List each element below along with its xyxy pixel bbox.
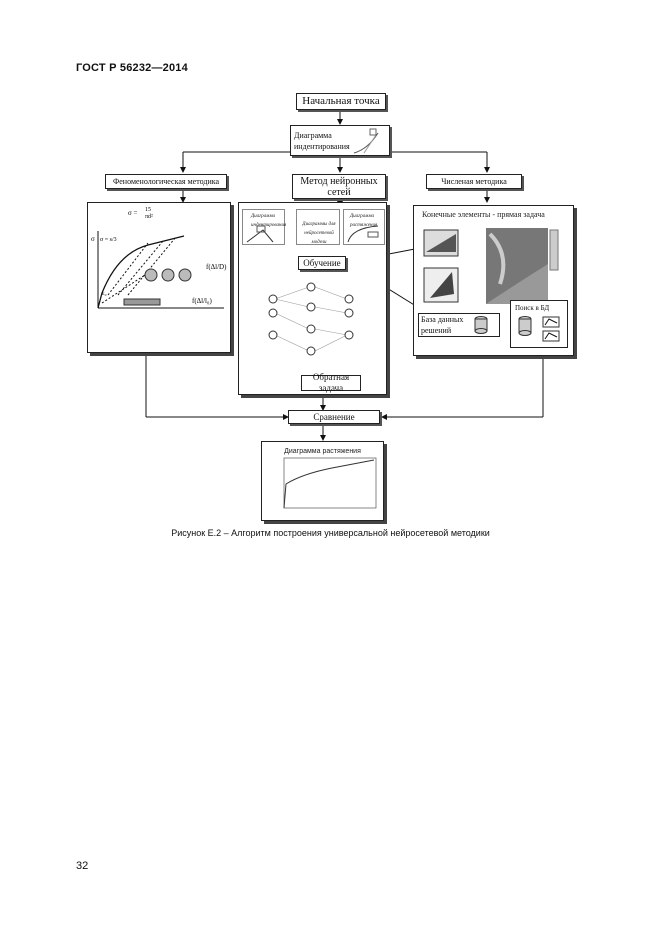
svg-text:f(Δl/l₀): f(Δl/l₀): [192, 297, 212, 305]
neural-method-box: Метод нейронных сетей: [292, 174, 386, 199]
indentation-diagram-box: Диаграмма индентирования: [290, 125, 390, 156]
phenomenological-figure: σ = 15 πd² σ σ = s/3 f(Δl/D) f(Δl/l₀) ε₀: [91, 207, 227, 309]
start-box: Начальная точка: [296, 93, 386, 110]
svg-text:ε₀: ε₀: [102, 291, 107, 297]
neural-network-graph: [268, 282, 354, 356]
figure-caption: Рисунок Е.2 – Алгоритм построения универ…: [171, 528, 490, 538]
svg-text:σ = s/3: σ = s/3: [100, 237, 117, 243]
numerical-box: Численая методика: [426, 174, 522, 189]
tension-diagram-title: Диаграмма растяжения: [284, 448, 361, 455]
training-box: Обучение: [298, 256, 346, 270]
db-solutions-box: База данных решений: [418, 313, 500, 337]
numerical-panel: Конечные элементы - прямая задача База д…: [413, 205, 574, 356]
svg-text:f(Δl/D): f(Δl/D): [206, 263, 227, 271]
comparison-box: Сравнение: [288, 410, 380, 424]
tension-diagram-panel: Диаграмма растяжения: [261, 441, 384, 521]
phenomenological-panel: σ = 15 πd² σ σ = s/3 f(Δl/D) f(Δl/l₀) ε₀: [87, 202, 231, 353]
page-number: 32: [76, 860, 89, 872]
svg-text:σ: σ: [91, 235, 95, 243]
indentation-diagram-label: Диаграмма индентирования: [294, 130, 350, 151]
mini-dataset-panel: Диаграммы для нейросетевой модели: [296, 209, 340, 245]
phenomenological-box: Феноменологическая методика: [105, 174, 227, 189]
db-search-box: Поиск в БД: [510, 300, 568, 348]
indentation-curve-icon: [354, 128, 379, 153]
database-icon: [474, 316, 488, 334]
svg-text:πd²: πd²: [145, 214, 153, 220]
svg-text:σ =: σ =: [128, 209, 138, 217]
fe-mesh-figure: [423, 228, 559, 304]
mini-tension-panel: Диаграмма растяжения: [343, 209, 385, 245]
svg-text:15: 15: [145, 207, 151, 213]
mini-indentation-panel: Диаграмма индентирования: [242, 209, 286, 245]
tension-diagram-plot: [283, 457, 377, 509]
db-search-figure: [518, 316, 560, 342]
fe-direct-label: Конечные элементы - прямая задача: [422, 210, 545, 219]
document-header: ГОСТ Р 56232—2014: [76, 62, 188, 74]
inverse-problem-box: Обратная задача: [301, 372, 361, 393]
neural-network-panel: Диаграмма индентирования Диаграммы для н…: [238, 202, 387, 395]
